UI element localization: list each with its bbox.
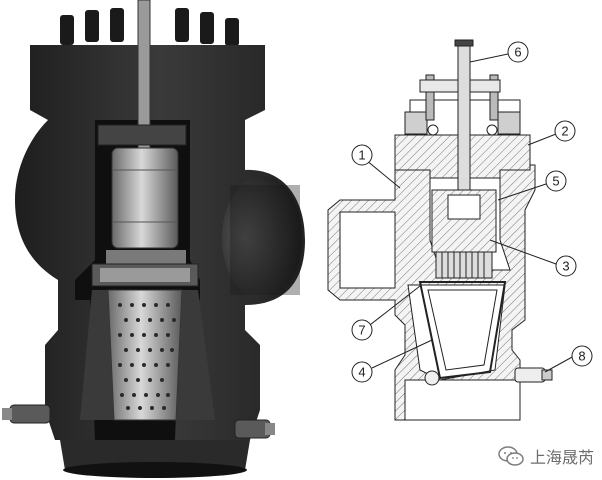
- cross-section-drawing: [327, 39, 553, 421]
- svg-text:7: 7: [358, 323, 365, 338]
- svg-text:1: 1: [358, 148, 365, 163]
- callout-8: 8: [571, 345, 593, 367]
- callout-2: 2: [554, 120, 576, 142]
- inlet-port: [222, 176, 302, 300]
- valve-plug: [111, 147, 179, 249]
- perforated-diffuser: [107, 289, 183, 421]
- diffuser-holes: [118, 303, 176, 410]
- wechat-icon: [498, 446, 524, 466]
- callout-7: 7: [351, 319, 373, 341]
- callout-1: 1: [351, 144, 373, 166]
- svg-text:8: 8: [578, 349, 585, 364]
- callout-4: 4: [351, 361, 373, 383]
- svg-text:2: 2: [561, 124, 568, 139]
- spray-nozzles: [2, 404, 275, 439]
- callout-leaders: [365, 53, 575, 373]
- svg-text:5: 5: [552, 174, 559, 189]
- svg-text:4: 4: [358, 365, 365, 380]
- section-nozzle: [514, 367, 553, 383]
- watermark: 上海晟芮: [498, 444, 594, 468]
- callout-6: 6: [507, 41, 529, 63]
- svg-text:3: 3: [562, 259, 569, 274]
- callout-5: 5: [545, 170, 567, 192]
- cutaway-valve-photo: [2, 0, 305, 478]
- watermark-text: 上海晟芮: [529, 448, 594, 467]
- svg-text:6: 6: [514, 45, 521, 60]
- bonnet-bolts: [60, 8, 239, 46]
- callout-3: 3: [555, 255, 577, 277]
